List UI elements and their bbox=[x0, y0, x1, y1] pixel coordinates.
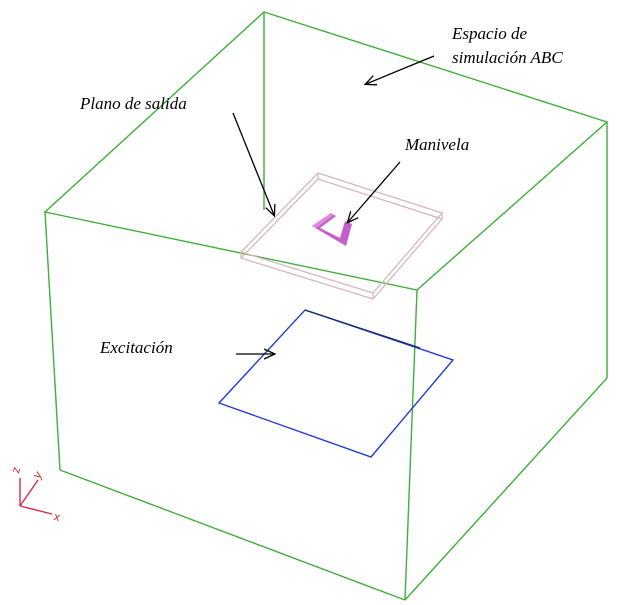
box-edge-bottom-right bbox=[404, 377, 608, 601]
excitation-edge-highlight bbox=[304, 309, 421, 349]
axis-z-label: z bbox=[8, 465, 23, 474]
axis-x bbox=[19, 505, 53, 515]
box-edge-bottom-left bbox=[59, 469, 406, 601]
label-excitacion: Excitación bbox=[99, 338, 173, 357]
axes-triad bbox=[19, 478, 53, 515]
box-edge-front-vertical bbox=[404, 289, 418, 601]
box-edge-left-vertical bbox=[44, 211, 61, 471]
excitation-plane bbox=[217, 309, 455, 458]
label-manivela: Manivela bbox=[404, 135, 469, 154]
arrow-manivela bbox=[348, 161, 401, 222]
output-plane bbox=[239, 172, 444, 300]
abc-simulation-box bbox=[43, 11, 609, 601]
label-espacio-line2: simulación ABC bbox=[452, 48, 563, 67]
axis-y-label: y bbox=[30, 468, 45, 481]
crank-face bbox=[312, 213, 334, 228]
axis-y bbox=[19, 479, 39, 507]
crank-body bbox=[312, 213, 352, 246]
arrow-espacio bbox=[366, 55, 435, 84]
label-plano-de-salida: Plano de salida bbox=[79, 94, 187, 113]
crank-shape bbox=[312, 213, 352, 246]
label-espacio-line1: Espacio de bbox=[451, 24, 528, 43]
axis-x-label: x bbox=[52, 509, 61, 524]
arrow-plano bbox=[232, 112, 274, 215]
